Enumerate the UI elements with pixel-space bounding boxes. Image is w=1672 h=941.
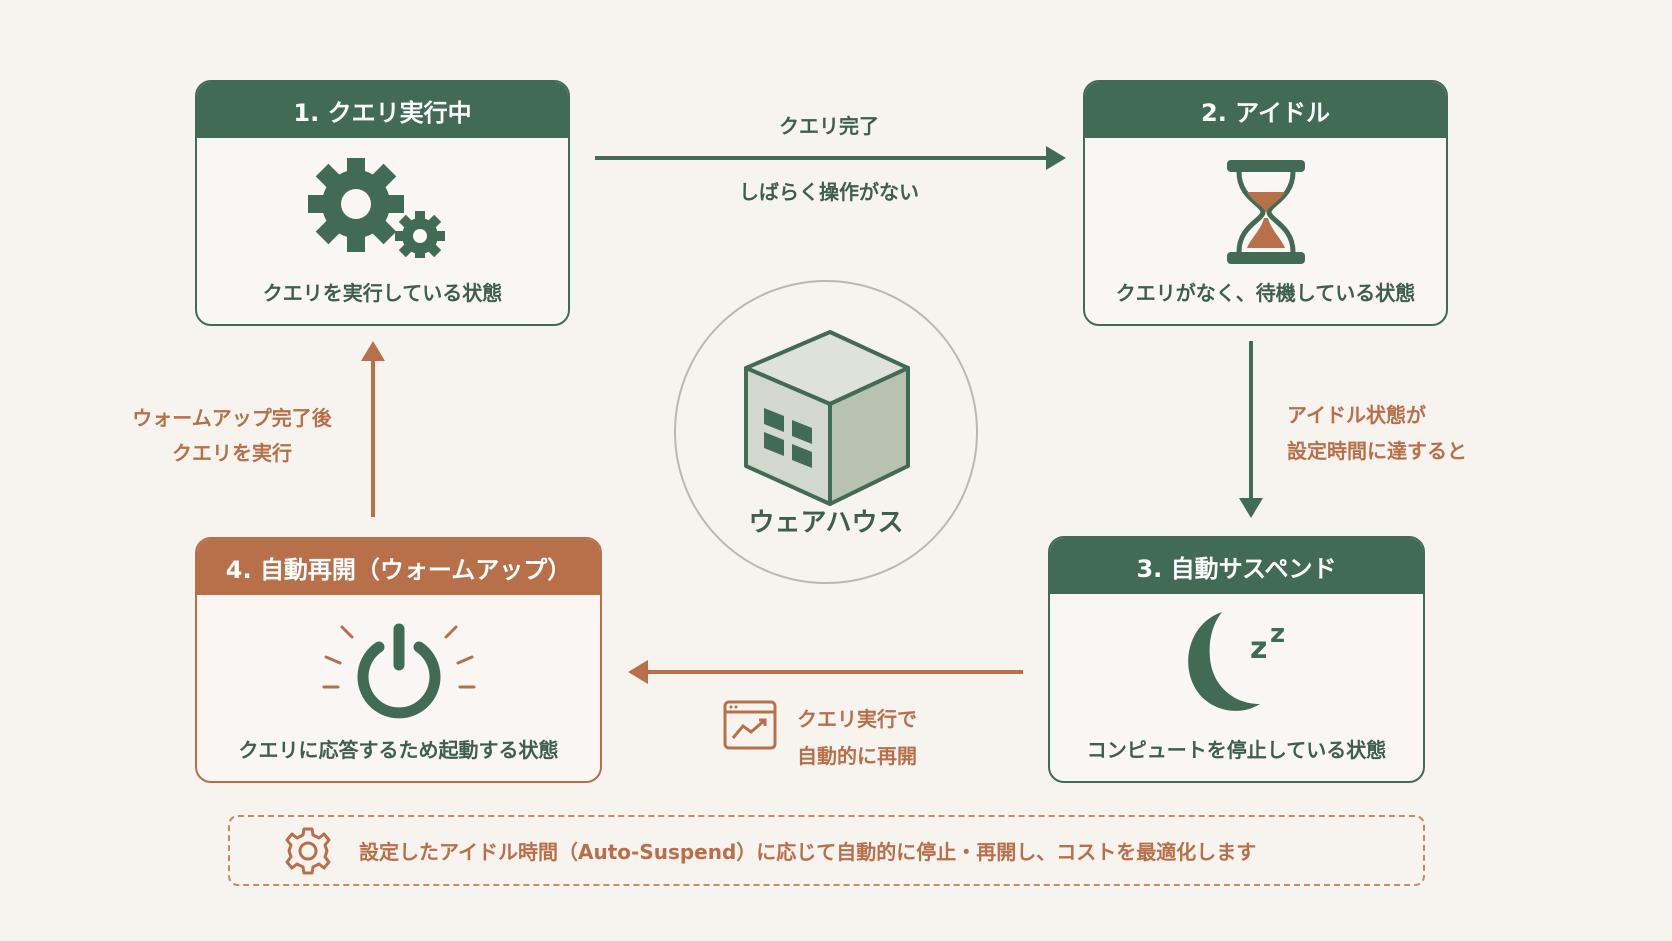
state-description: クエリに応答するため起動する状態 xyxy=(238,738,559,762)
transition-3-4-label-1: クエリ実行で xyxy=(797,707,917,731)
transition-1-2-label-bottom: しばらく操作がない xyxy=(739,180,919,204)
transition-2-3-label-1: アイドル状態が xyxy=(1287,403,1426,427)
transition-4-1-label-2: クエリを実行 xyxy=(172,441,292,465)
chart-window-icon xyxy=(723,700,777,750)
state-title: 4. 自動再開（ウォームアップ） xyxy=(197,539,600,595)
state-query-running: 1. クエリ実行中 クエリを実行している状態 xyxy=(195,80,570,326)
transition-3-4-label-2: 自動的に再開 xyxy=(797,744,917,768)
transition-4-1-label-1: ウォームアップ完了後 xyxy=(132,406,332,430)
arrow-4-to-1 xyxy=(361,341,385,517)
arrow-2-to-3 xyxy=(1239,341,1263,518)
gear-icon xyxy=(285,827,331,874)
power-icon xyxy=(322,623,475,719)
state-title: 3. 自動サスペンド xyxy=(1050,538,1423,594)
warehouse-label: ウェアハウス xyxy=(748,508,904,538)
state-description: クエリを実行している状態 xyxy=(262,281,503,305)
transition-2-3-label-2: 設定時間に達すると xyxy=(1287,439,1467,463)
arrow-3-to-4 xyxy=(628,660,1023,684)
state-description: コンピュートを停止している状態 xyxy=(1086,738,1387,762)
gears-icon xyxy=(307,158,445,258)
hourglass-icon xyxy=(1226,160,1305,264)
note-box: 設定したアイドル時間（Auto-Suspend）に応じて自動的に停止・再開し、コ… xyxy=(228,815,1425,886)
svg-text:z: z xyxy=(1270,619,1285,649)
moon-sleep-icon: z z xyxy=(1187,612,1285,711)
note-text: 設定したアイドル時間（Auto-Suspend）に応じて自動的に停止・再開し、コ… xyxy=(359,840,1257,864)
arrow-1-to-2 xyxy=(595,146,1066,170)
state-description: クエリがなく、待機している状態 xyxy=(1115,281,1416,305)
svg-text:z: z xyxy=(1250,631,1267,666)
state-auto-suspend: 3. 自動サスペンド z z コンピュートを停止している状態 xyxy=(1048,536,1425,783)
state-auto-resume: 4. 自動再開（ウォームアップ） クエリに応答するため起動する状態 xyxy=(195,537,602,783)
warehouse-cube-icon xyxy=(744,330,910,506)
state-title: 1. クエリ実行中 xyxy=(197,82,568,138)
warehouse-circle: ウェアハウス xyxy=(674,280,978,584)
state-title: 2. アイドル xyxy=(1085,82,1446,138)
state-idle: 2. アイドル クエリがなく、待機している状態 xyxy=(1083,80,1448,326)
transition-1-2-label-top: クエリ完了 xyxy=(779,114,879,138)
